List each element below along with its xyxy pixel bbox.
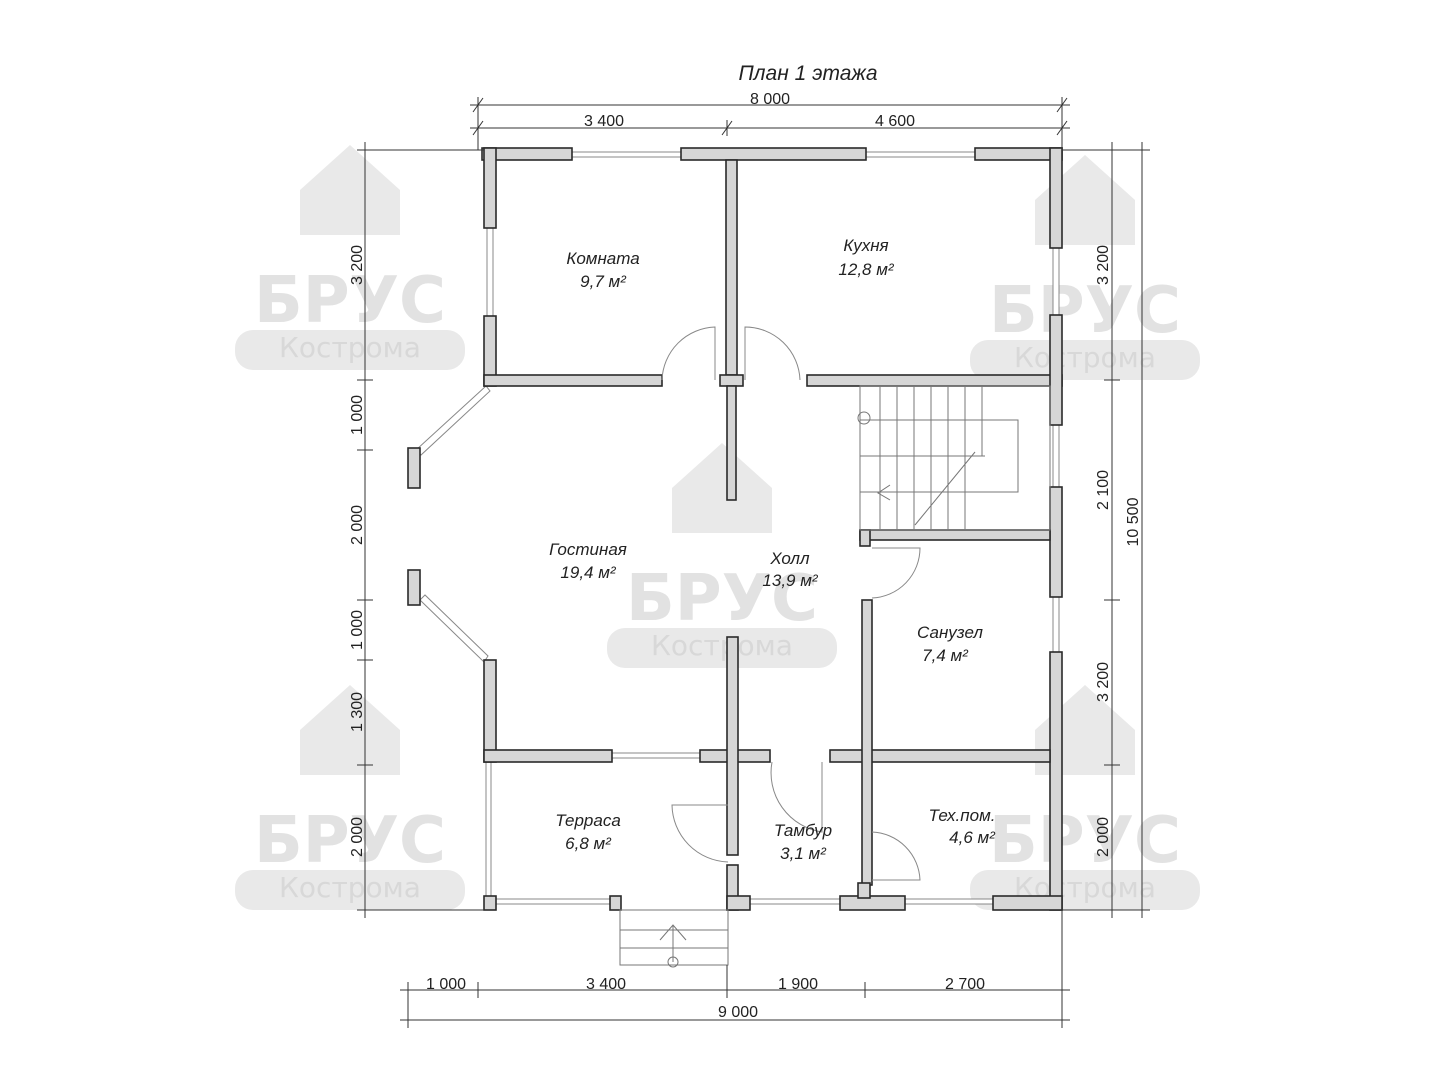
dim-left: 1 300 [349,692,366,732]
svg-text:Кострома: Кострома [279,331,421,364]
watermark-logo: БРУС Кострома [970,685,1200,910]
dim-bottom-total: 9 000 [718,1004,758,1021]
svg-text:БРУС: БРУС [254,804,446,878]
room-name: Терраса [555,811,621,830]
room-name: Гостиная [549,540,627,559]
watermark-logo: БРУС Кострома [607,443,837,668]
room-labels: Комната 9,7 м² Кухня 12,8 м² Гостиная 19… [549,236,996,863]
dimension-lines [357,97,1150,1028]
svg-text:Кострома: Кострома [279,871,421,904]
dim-top: 3 400 [584,113,624,130]
room-area: 19,4 м² [560,563,616,582]
dim-top: 4 600 [875,113,915,130]
dim-bottom: 1 000 [426,976,466,993]
room-name: Кухня [843,236,888,255]
room-name: Комната [566,249,639,268]
walls [407,147,1063,911]
entry-steps [619,909,729,968]
room-area: 6,8 м² [565,834,612,853]
dim-right: 2 000 [1095,817,1112,857]
svg-text:БРУС: БРУС [626,562,818,636]
plan-title: План 1 этажа [738,62,877,85]
dim-left: 1 000 [349,610,366,650]
dim-left: 1 000 [349,395,366,435]
windows [415,151,1060,905]
room-name: Холл [769,549,810,568]
room-area: 13,9 м² [762,571,818,590]
room-name: Тамбур [774,821,832,840]
room-area: 4,6 м² [949,828,996,847]
room-area: 3,1 м² [780,844,827,863]
dim-right-total: 10 500 [1125,497,1142,546]
dim-left: 2 000 [349,505,366,545]
room-name: Санузел [917,623,983,642]
dim-bottom: 1 900 [778,976,818,993]
room-name: Тех.пом. [929,806,996,825]
svg-text:Кострома: Кострома [651,629,793,662]
dim-right: 2 100 [1095,470,1112,510]
dimension-labels: 8 000 3 400 4 600 3 200 1 000 2 000 1 00… [349,91,1142,1021]
watermark-logo: БРУС Кострома [235,145,465,370]
watermark-logo: БРУС Кострома [235,685,465,910]
svg-text:БРУС: БРУС [254,264,446,338]
dim-left: 3 200 [349,245,366,285]
room-area: 12,8 м² [838,260,894,279]
dim-left: 2 000 [349,817,366,857]
watermark-logo: БРУС Кострома [970,155,1200,380]
dim-top-total: 8 000 [750,91,790,108]
dim-bottom: 2 700 [945,976,985,993]
dim-right: 3 200 [1095,245,1112,285]
dim-right: 3 200 [1095,662,1112,702]
dim-bottom: 3 400 [586,976,626,993]
svg-text:БРУС: БРУС [989,804,1181,878]
room-area: 7,4 м² [922,646,969,665]
room-area: 9,7 м² [580,272,627,291]
svg-text:БРУС: БРУС [989,274,1181,348]
svg-text:Кострома: Кострома [1014,341,1156,374]
staircase [857,385,1051,531]
doors [661,326,921,881]
